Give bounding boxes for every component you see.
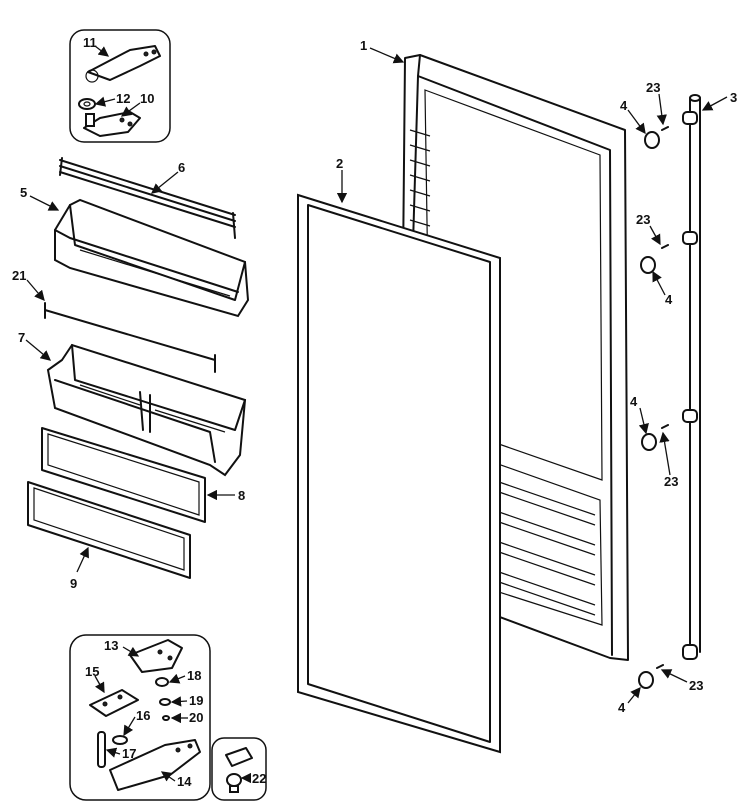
callout-3: 3 [730,90,737,105]
bin-gasket-8 [41,427,206,523]
callout-4-b: 4 [665,292,673,307]
callout-15: 15 [85,664,99,679]
hinge-inset-top [69,29,171,143]
callout-23-b: 23 [636,212,650,227]
door-gasket-2 [297,193,501,754]
callout-19: 19 [189,693,203,708]
callout-4-c: 4 [630,394,638,409]
bushings-4-screws-23 [638,126,669,689]
part-22-inset [211,737,267,801]
callout-4-a: 4 [620,98,628,113]
shelf-rail-21 [44,302,216,373]
callout-12: 12 [116,91,130,106]
callout-20: 20 [189,710,203,725]
callout-labels: 1 2 3 4 23 23 4 4 23 4 23 5 6 21 7 8 9 1… [12,35,737,789]
door-handle-3 [682,94,701,660]
bin-door-9 [27,481,191,579]
callout-17: 17 [122,746,136,761]
callout-14: 14 [177,774,192,789]
callout-21: 21 [12,268,26,283]
callout-13: 13 [104,638,118,653]
callout-23-c: 23 [664,474,678,489]
callout-22: 22 [252,771,266,786]
callout-4-d: 4 [618,700,626,715]
hinge-inset-bottom [69,634,211,801]
callout-10: 10 [140,91,154,106]
callout-9: 9 [70,576,77,591]
callout-1: 1 [360,38,367,53]
callout-23-d: 23 [689,678,703,693]
door-shelf-rail-6 [59,157,236,239]
callout-7: 7 [18,330,25,345]
dairy-bin-7 [46,343,247,477]
leader-lines [25,45,728,784]
callout-23-a: 23 [646,80,660,95]
callout-8: 8 [238,488,245,503]
callout-6: 6 [178,160,185,175]
callout-2: 2 [336,156,343,171]
callout-5: 5 [20,185,27,200]
callout-16: 16 [136,708,150,723]
callout-11: 11 [83,35,97,50]
callout-18: 18 [187,668,201,683]
door-shelf-5 [54,198,250,318]
